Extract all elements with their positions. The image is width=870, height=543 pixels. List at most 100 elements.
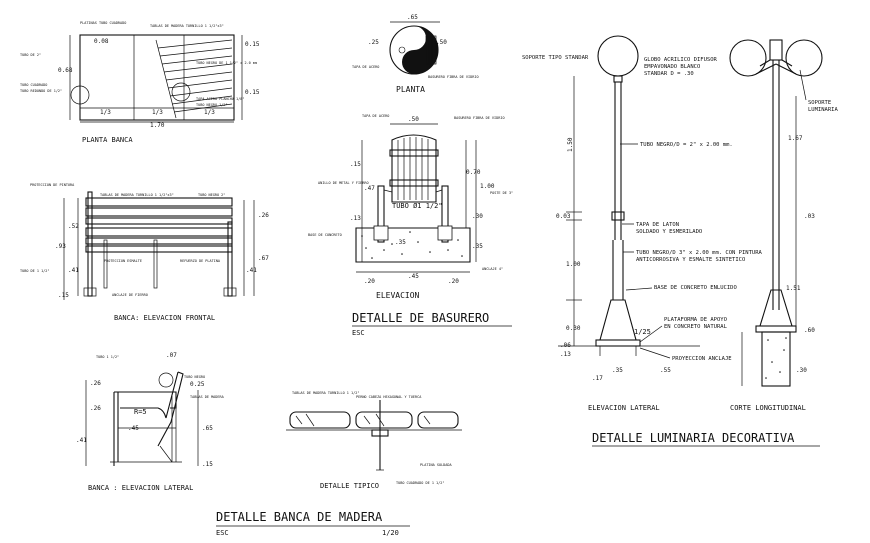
lamp-dim: .13 <box>560 351 571 358</box>
lamp-note: STANDAR D = .30 <box>644 71 694 77</box>
bench-plan: 0.08 0.68 0.15 0.15 1/3 1/3 1/3 1.70 PLA… <box>20 21 260 144</box>
bench-front-note: PROTECCION DE PINTURA <box>30 183 75 187</box>
lamp-globe <box>597 35 639 77</box>
bench-typical-note: PLATINA SOLDADA <box>420 463 453 467</box>
bench-front-note: TUBO DE 1 1/2" <box>20 269 50 273</box>
bench-side-dim: .45 <box>128 425 139 432</box>
bench-plan-note: TUBO NEGRO 1/2" <box>196 103 228 107</box>
bench-front-note: ANCLAJE DE FIERRO <box>112 293 148 297</box>
bench-plan-note: TAPA ACERO PLANCHA 1/8" <box>196 97 244 101</box>
lamp-note: EMPAVONADO BLANCO <box>644 64 700 70</box>
lamp-note: PROYECCION ANCLAJE <box>672 356 732 362</box>
bin-plan-dim: .65 <box>407 14 418 21</box>
bench-typical-detail: TABLAS DE MADERA TORNILLO 1 1/2" PERNO C… <box>286 391 462 490</box>
lamp-brass-cap <box>611 211 625 221</box>
bench-front-dim: .93 <box>55 243 66 250</box>
bench-front-dim: .41 <box>68 267 79 274</box>
lamp-note: TUBO NEGRO/D = 2" x 2.00 mm. <box>640 142 733 148</box>
bench-leg <box>227 221 233 297</box>
bench-plan-note: TUBO DE 2" <box>20 53 41 57</box>
lamp-section-dim: 1.67 <box>788 135 803 142</box>
bench-plan-dim-015: 0.15 <box>245 89 260 96</box>
lamp-dim: .06 <box>560 342 571 349</box>
bin-elev-dim: .50 <box>408 116 419 123</box>
bench-front-note: PROTECCION ESMALTE <box>104 259 142 263</box>
bench-front-dim: .41 <box>246 267 257 274</box>
bench-side-note: TUBO NEGRO <box>184 375 205 379</box>
bin-tube-label: TUBO Ø1 1/2" <box>392 202 443 210</box>
bin-elev-dim: .45 <box>408 273 419 280</box>
bin-elev-label: ELEVACION <box>376 291 420 300</box>
bench-plan-dim-third: 1/3 <box>204 109 215 116</box>
bench-title-block: DETALLE BANCA DE MADERA ESC 1/20 <box>216 510 410 537</box>
bin-elev-note: ANILLO DE METAL Y FIERRO <box>318 181 369 185</box>
bench-front-note: REFUERZO DE PLATINA <box>180 259 221 263</box>
bin-elev-dim: 0.70 <box>466 169 481 176</box>
bench-side-dim: .15 <box>202 461 213 468</box>
bench-side-dim: 0.25 <box>190 381 205 388</box>
bin-elev-note: ANCLAJE 4" <box>482 267 503 271</box>
bench-front-dim: .26 <box>258 212 269 219</box>
bench-side-dim: .65 <box>202 425 213 432</box>
lamp-note: EN CONCRETO NATURAL <box>664 324 728 330</box>
bench-plan-note: TUBO NEGRO DE 1 1/2" x 2.0 mm <box>196 61 257 65</box>
bench-plan-dim-third: 1/3 <box>152 109 163 116</box>
lamp-dim: .17 <box>592 375 603 382</box>
bench-plan-outline <box>79 34 235 121</box>
lamp-section-dim: .30 <box>796 367 807 374</box>
bin-plan-dim: .50 <box>436 39 447 46</box>
bench-plan-note: TABLAS DE MADERA TORNILLO 1 1/2"x3" <box>150 24 224 28</box>
bench-plan-note: TUBO CUADRADO <box>20 83 47 87</box>
bin-plan-label: PLANTA <box>396 85 425 94</box>
bench-typical-note: PERNO CABEZA HEXAGONAL Y TUERCA <box>356 395 422 399</box>
bench-front-note: TUBO NEGRO 2" <box>198 193 225 197</box>
bench-front-label: BANCA: ELEVACION FRONTAL <box>114 314 215 322</box>
bin-elev-dim: .47 <box>364 185 375 192</box>
bench-side-label: BANCA : ELEVACION LATERAL <box>88 484 193 492</box>
bench-side-note: TUBO 1 1/2" <box>96 355 119 359</box>
lamp-bracket <box>769 39 783 61</box>
bench-front-note: TABLAS DE MADERA TORNILLO 1 1/2"x3" <box>100 193 174 197</box>
lamp-section-note: LUMINARIA <box>808 107 838 113</box>
bench-side-dim: .07 <box>166 352 177 359</box>
lamp-slope: 1/25 <box>634 328 651 336</box>
bench-plan-dim-015: 0.15 <box>245 41 260 48</box>
bin-elevation: TUBO Ø1 1/2" .50 .15 .47 .13 0.70 1.00 .… <box>308 114 513 300</box>
lamp-dim: 1.00 <box>566 261 581 268</box>
lamp-note: SOLDADO Y ESMERILADO <box>636 229 702 235</box>
lamp-side-elevation: 1.50 0.03 1.00 0.30 .06 .13 .35 .17 .55 … <box>522 35 763 412</box>
bench-front-dim: .67 <box>258 255 269 262</box>
bin-elev-note: BASE DE CONCRETO <box>308 233 342 237</box>
bin-post <box>441 185 449 243</box>
bench-plan-label: PLANTA BANCA <box>82 136 133 144</box>
bin-elev-dim: .35 <box>395 239 406 246</box>
lamp-title: DETALLE LUMINARIA DECORATIVA <box>592 431 795 445</box>
bin-plan-note: BASURERO FIBRA DE VIDRIO <box>428 75 479 79</box>
lamp-section-note: SOPORTE <box>808 100 831 106</box>
bin-title: DETALLE DE BASURERO <box>352 311 489 325</box>
bin-elev-note: POSTE DE 3" <box>490 191 513 195</box>
bin-elev-dim: .30 <box>472 213 483 220</box>
bench-plan-note: TUBO REDONDO DE 1/2" <box>20 89 62 93</box>
bench-plan-detail-circle <box>70 85 90 105</box>
lamp-note: PLATAFORMA DE APOYO <box>664 317 727 323</box>
bench-plan-dim-068: 0.68 <box>58 67 73 74</box>
lamp-dim: 0.30 <box>566 325 581 332</box>
lamp-title-block: DETALLE LUMINARIA DECORATIVA <box>592 431 820 447</box>
bin-elev-dim: .20 <box>364 278 375 285</box>
bench-typical-note: TUBO CUADRADO DE 1 1/2" <box>396 481 444 485</box>
lamp-globe-left <box>729 39 767 77</box>
bin-esc: ESC <box>352 329 365 337</box>
bin-elev-note: BASURERO FIBRA DE VIDRIO <box>454 116 505 120</box>
lamp-dim: 1.50 <box>567 137 574 152</box>
lamp-section: 1.67 .03 1.51 .60 .30 SOPORTE LUMINARIA … <box>729 39 838 412</box>
lamp-section-label: CORTE LONGITUDINAL <box>730 404 806 412</box>
bin-title-block: DETALLE DE BASURERO ESC <box>352 311 512 337</box>
bench-side-radius: R=5 <box>134 408 147 416</box>
bench-plan-dim-total: 1.70 <box>150 122 165 129</box>
bench-plan-detail-circle <box>171 82 191 102</box>
bench-front-dim: .52 <box>68 223 79 230</box>
bench-side-note: TABLAS DE MADERA <box>190 395 225 399</box>
lamp-dim: .55 <box>660 367 671 374</box>
